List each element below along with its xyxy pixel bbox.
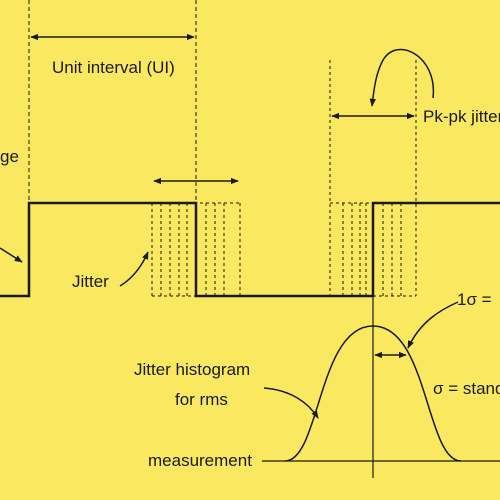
- pkpk-jitter-label: Pk-pk jitter: [423, 107, 500, 126]
- jitter-histogram-curve: [284, 325, 462, 462]
- pkpk-pointer-curve: [369, 48, 435, 107]
- histogram-label-line3: measurement: [148, 451, 252, 470]
- histogram-pointer-curve: [263, 387, 319, 419]
- one-sigma-label: 1σ =: [457, 290, 492, 309]
- jitter-region-falling: [151, 202, 241, 297]
- one-sigma-pointer: [407, 301, 459, 349]
- jitter-pointer-curve: [119, 251, 149, 287]
- edge-pointer-line: [0, 247, 23, 263]
- edge-label-fragment: ge: [0, 147, 19, 166]
- jitter-label: Jitter: [72, 272, 109, 291]
- unit-interval-label: Unit interval (UI): [52, 58, 175, 77]
- histogram-label-line2: for rms: [175, 390, 228, 409]
- histogram-label-line1: Jitter histogram: [134, 360, 250, 379]
- jitter-region-rising: [329, 60, 417, 297]
- sigma-definition-label: σ = stand: [433, 379, 500, 398]
- signal-waveform: [0, 201, 500, 298]
